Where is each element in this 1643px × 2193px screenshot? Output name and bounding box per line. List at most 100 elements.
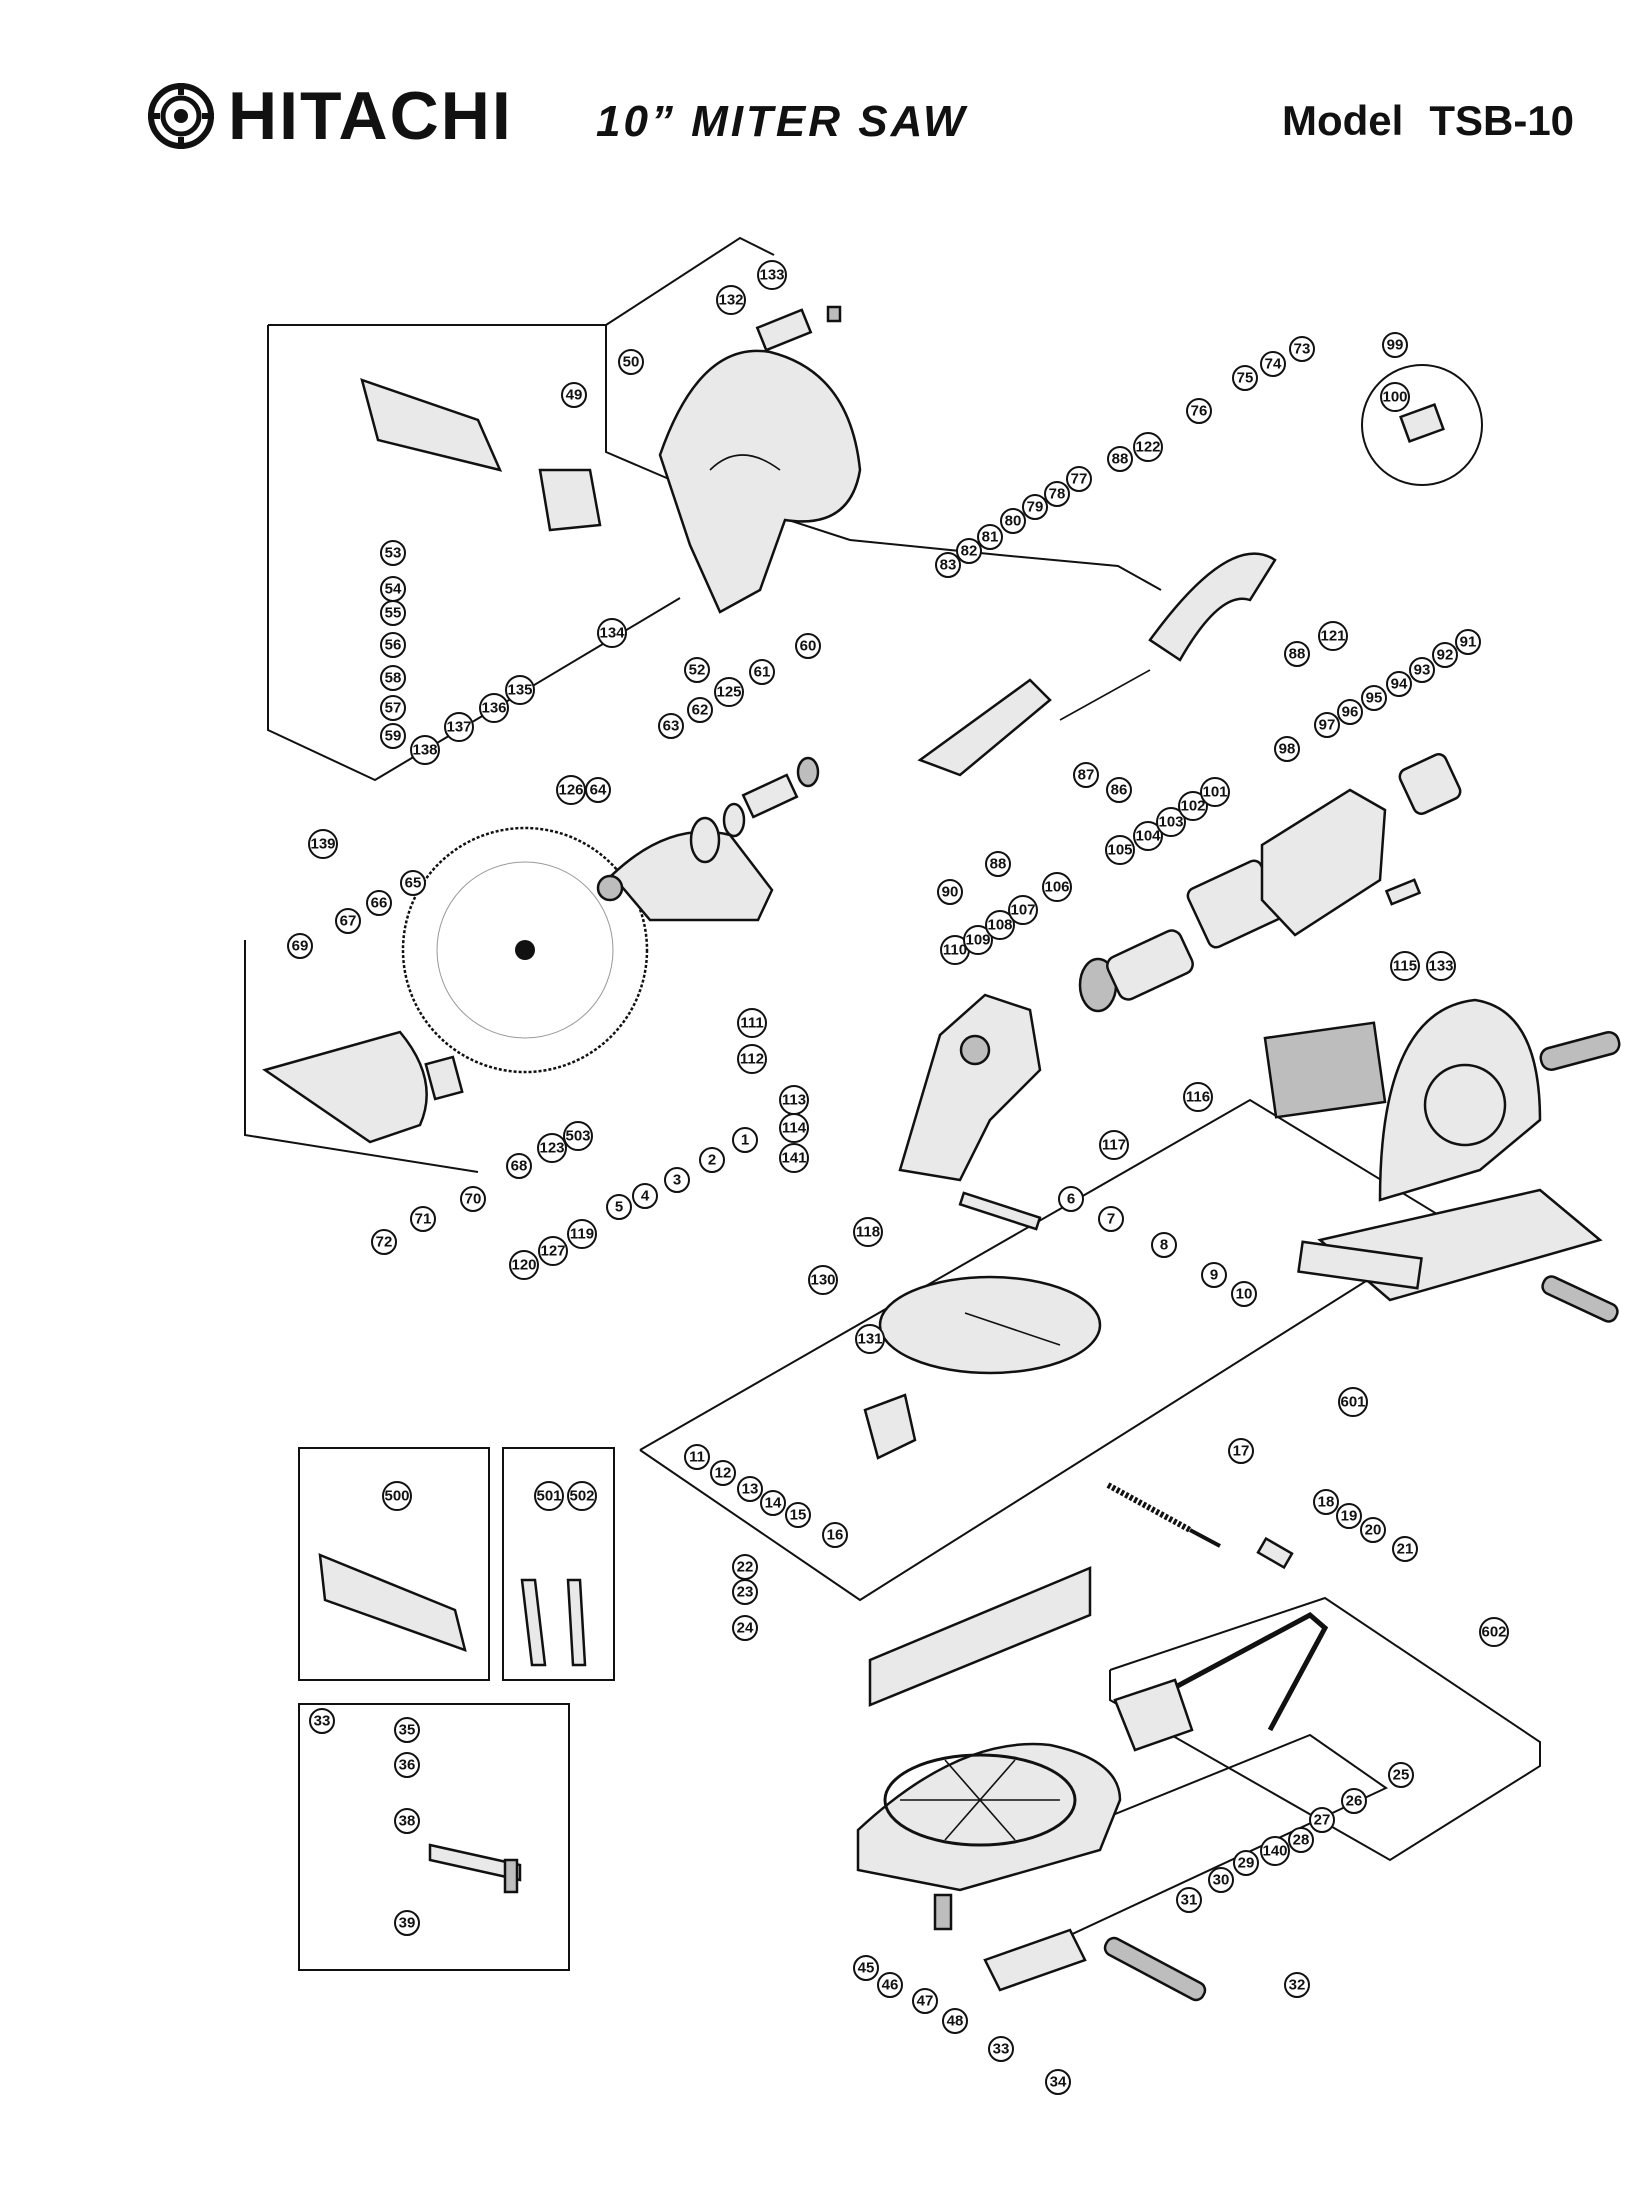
part-callout: 105 [1105, 835, 1135, 865]
part-number: 136 [481, 700, 506, 717]
part-callout: 22 [732, 1554, 758, 1580]
part-number: 6 [1067, 1191, 1075, 1208]
part-number: 86 [1111, 782, 1128, 799]
part-number: 105 [1107, 842, 1132, 859]
part-callout: 11 [684, 1444, 710, 1470]
part-number: 38 [399, 1813, 416, 1830]
part-callout: 8 [1151, 1232, 1177, 1258]
part-number: 141 [781, 1150, 806, 1167]
part-callout: 80 [1000, 508, 1026, 534]
part-callout: 101 [1200, 777, 1230, 807]
part-number: 130 [810, 1272, 835, 1289]
part-number: 601 [1340, 1394, 1365, 1411]
part-number: 1 [741, 1132, 749, 1149]
part-callout: 57 [380, 695, 406, 721]
part-number: 71 [415, 1211, 432, 1228]
part-number: 80 [1005, 513, 1022, 530]
part-number: 113 [782, 1092, 806, 1109]
part-number: 27 [1314, 1812, 1331, 1829]
part-number: 132 [718, 292, 743, 309]
part-number: 95 [1366, 690, 1383, 707]
part-number: 88 [1289, 646, 1306, 663]
part-number: 103 [1158, 814, 1183, 831]
part-number: 58 [385, 670, 402, 687]
part-callout: 104 [1133, 821, 1163, 851]
part-number: 100 [1382, 389, 1407, 406]
inner-guard [596, 830, 774, 922]
part-number: 120 [511, 1257, 536, 1274]
part-number: 134 [599, 625, 625, 642]
part-number: 33 [993, 2041, 1010, 2058]
part-number: 137 [446, 719, 471, 736]
part-number: 68 [511, 1158, 528, 1175]
part-number: 74 [1265, 356, 1282, 373]
part-callout: 33 [309, 1708, 335, 1734]
part-callout: 135 [505, 675, 535, 705]
part-number: 119 [570, 1226, 594, 1243]
part-callout: 74 [1260, 351, 1286, 377]
part-callout: 122 [1133, 432, 1163, 462]
saw-blade [401, 826, 649, 1074]
part-number: 48 [947, 2013, 964, 2030]
part-callout: 21 [1392, 1536, 1418, 1562]
part-callout: 2 [699, 1147, 725, 1173]
part-callout: 100 [1380, 382, 1410, 412]
part-number: 19 [1341, 1508, 1358, 1525]
part-number: 91 [1460, 634, 1477, 651]
part-callout: 54 [380, 576, 406, 602]
part-number: 87 [1078, 767, 1095, 784]
part-callout: 67 [335, 908, 361, 934]
part-number: 116 [1186, 1089, 1210, 1106]
part-callout: 36 [394, 1752, 420, 1778]
part-number: 78 [1049, 486, 1066, 503]
part-callout: 140 [1260, 1836, 1290, 1866]
part-number: 104 [1135, 828, 1161, 845]
part-number: 109 [965, 932, 990, 949]
part-callout: 38 [394, 1808, 420, 1834]
part-number: 88 [1112, 451, 1129, 468]
part-callout: 4 [632, 1183, 658, 1209]
part-number: 17 [1233, 1443, 1250, 1460]
part-callout: 133 [1426, 951, 1456, 981]
part-number: 45 [858, 1960, 875, 1977]
part-callout: 9 [1201, 1262, 1227, 1288]
part-callout: 75 [1232, 365, 1258, 391]
part-callout: 106 [1042, 872, 1072, 902]
part-callout: 120 [509, 1250, 539, 1280]
part-callout: 602 [1479, 1617, 1509, 1647]
part-callout: 87 [1073, 762, 1099, 788]
part-number: 115 [1393, 958, 1417, 975]
part-number: 96 [1342, 704, 1359, 721]
part-number: 125 [716, 684, 741, 701]
base [856, 1742, 1122, 1931]
part-callout: 47 [912, 1988, 938, 2014]
part-callout: 55 [380, 600, 406, 626]
part-number: 12 [715, 1465, 732, 1482]
part-callout: 86 [1106, 777, 1132, 803]
part-number: 112 [740, 1051, 764, 1068]
part-number: 83 [940, 557, 957, 574]
part-callout: 73 [1289, 336, 1315, 362]
model-number: TSB-10 [1429, 97, 1575, 144]
part-callout: 15 [785, 1502, 811, 1528]
part-number: 70 [465, 1191, 482, 1208]
part-number: 503 [565, 1128, 590, 1145]
dust-chute [360, 378, 602, 532]
part-number: 56 [385, 637, 402, 654]
part-number: 57 [385, 700, 402, 717]
part-number: 82 [961, 543, 978, 560]
part-number: 53 [385, 545, 402, 562]
part-callout: 29 [1233, 1850, 1259, 1876]
part-number: 114 [782, 1120, 807, 1137]
part-number: 11 [689, 1449, 705, 1466]
clamp-handle [983, 1928, 1207, 2002]
part-callout: 25 [1388, 1762, 1414, 1788]
part-callout: 30 [1208, 1867, 1234, 1893]
part-number: 18 [1318, 1494, 1335, 1511]
part-callout: 502 [567, 1481, 597, 1511]
part-number: 92 [1437, 647, 1454, 664]
part-callout: 136 [479, 693, 509, 723]
part-number: 24 [737, 1620, 754, 1637]
